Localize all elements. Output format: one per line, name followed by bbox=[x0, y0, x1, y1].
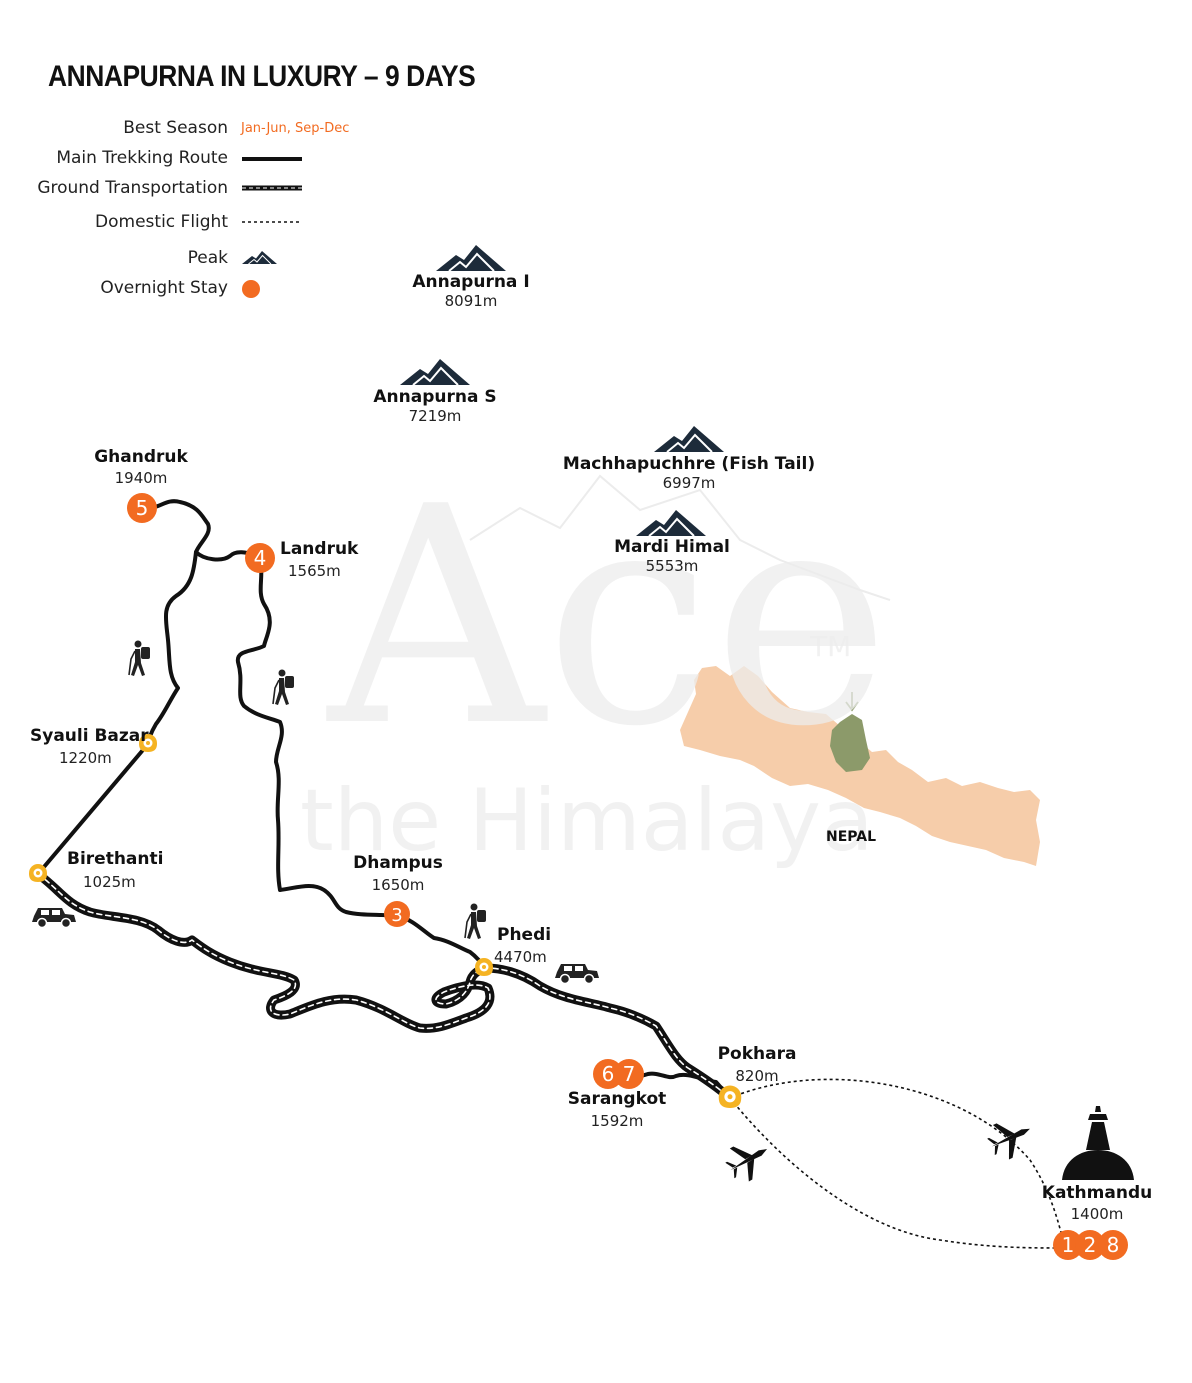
page-title: ANNAPURNA IN LUXURY – 9 DAYS bbox=[48, 60, 476, 93]
peak-name: Annapurna I bbox=[412, 272, 530, 292]
stay-ghandruk: 5 bbox=[136, 496, 149, 520]
stay-landruk: 4 bbox=[254, 546, 267, 570]
region-arrow-icon bbox=[845, 692, 859, 712]
ground-transport-route bbox=[37, 873, 731, 1099]
stay-dhampus: 3 bbox=[391, 905, 402, 926]
place-altitude: 1565m bbox=[288, 562, 341, 580]
peak-altitude: 7219m bbox=[408, 407, 462, 425]
jeep-icon bbox=[31, 907, 77, 929]
legend-overnight-icon bbox=[242, 280, 260, 298]
watermark-tagline: the Himalaya bbox=[300, 771, 874, 871]
legend-flight-label: Domestic Flight bbox=[95, 212, 228, 232]
pin-phedi-icon bbox=[475, 958, 493, 976]
place-name: Phedi bbox=[497, 925, 552, 945]
place-altitude: 1940m bbox=[114, 469, 168, 487]
place-altitude: 820m bbox=[735, 1067, 779, 1085]
place-name: Kathmandu bbox=[1041, 1183, 1153, 1203]
stay-kathmandu-2: 2 bbox=[1084, 1233, 1097, 1257]
hiker-icon bbox=[464, 902, 487, 940]
place-name: Sarangkot bbox=[567, 1089, 667, 1109]
peak-name: Machhapuchhre (Fish Tail) bbox=[562, 454, 816, 474]
place-altitude: 1650m bbox=[371, 876, 425, 894]
peak-altitude: 6997m bbox=[662, 474, 716, 492]
legend-ground-label: Ground Transportation bbox=[37, 178, 228, 198]
watermark-tm: TM bbox=[810, 630, 852, 663]
jeep-icon bbox=[554, 963, 600, 985]
hiker-icon bbox=[272, 668, 295, 706]
stay-sarangkot-1: 6 bbox=[602, 1062, 615, 1086]
hiker-icon bbox=[128, 639, 151, 677]
legend-peak-icon bbox=[241, 250, 278, 265]
legend-best-season-label: Best Season bbox=[123, 118, 228, 138]
legend-best-season-value: Jan-Jun, Sep-Dec bbox=[241, 121, 350, 136]
plane-icon bbox=[982, 1111, 1038, 1165]
place-name: Landruk bbox=[280, 539, 359, 559]
trek-route-ghandruk-birethanti bbox=[36, 550, 198, 876]
peak-name: Annapurna S bbox=[373, 387, 497, 407]
place-altitude: 1592m bbox=[590, 1112, 644, 1130]
stupa-icon bbox=[1062, 1106, 1134, 1180]
trek-route-ghandruk-landruk bbox=[141, 499, 260, 562]
place-altitude: 1400m bbox=[1070, 1205, 1124, 1223]
stay-sarangkot-2: 7 bbox=[623, 1062, 636, 1086]
place-name: Syauli Bazar bbox=[30, 726, 149, 746]
plane-icon bbox=[720, 1132, 777, 1187]
place-name: Dhampus bbox=[353, 853, 443, 873]
peak-altitude: 8091m bbox=[444, 292, 498, 310]
legend-main-route-label: Main Trekking Route bbox=[56, 148, 228, 168]
country-label: NEPAL bbox=[826, 829, 877, 845]
pin-pokhara-icon bbox=[718, 1085, 742, 1108]
annapurna-region bbox=[830, 714, 870, 772]
peak-icon bbox=[435, 244, 507, 272]
trek-route-landruk-phedi bbox=[235, 554, 486, 970]
flight-route-outbound bbox=[729, 1078, 1065, 1245]
place-name: Birethanti bbox=[67, 849, 164, 869]
legend-peak-label: Peak bbox=[187, 248, 228, 268]
peak-altitude: 5553m bbox=[645, 557, 699, 575]
place-name: Ghandruk bbox=[94, 447, 188, 467]
place-altitude: 4470m bbox=[494, 948, 547, 966]
peak-name: Mardi Himal bbox=[614, 537, 730, 557]
place-name: Pokhara bbox=[717, 1044, 797, 1064]
pin-birethanti-icon bbox=[29, 864, 47, 882]
place-altitude: 1025m bbox=[83, 873, 136, 891]
flight-route-return bbox=[729, 1097, 1065, 1249]
place-altitude: 1220m bbox=[59, 749, 112, 767]
peak-icon bbox=[399, 358, 471, 386]
watermark-logo: Ace bbox=[328, 443, 891, 792]
stay-kathmandu-1: 1 bbox=[1062, 1233, 1075, 1257]
legend-overnight-label: Overnight Stay bbox=[100, 278, 228, 298]
watermark-mountain bbox=[469, 474, 891, 601]
stay-kathmandu-3: 8 bbox=[1107, 1233, 1120, 1257]
